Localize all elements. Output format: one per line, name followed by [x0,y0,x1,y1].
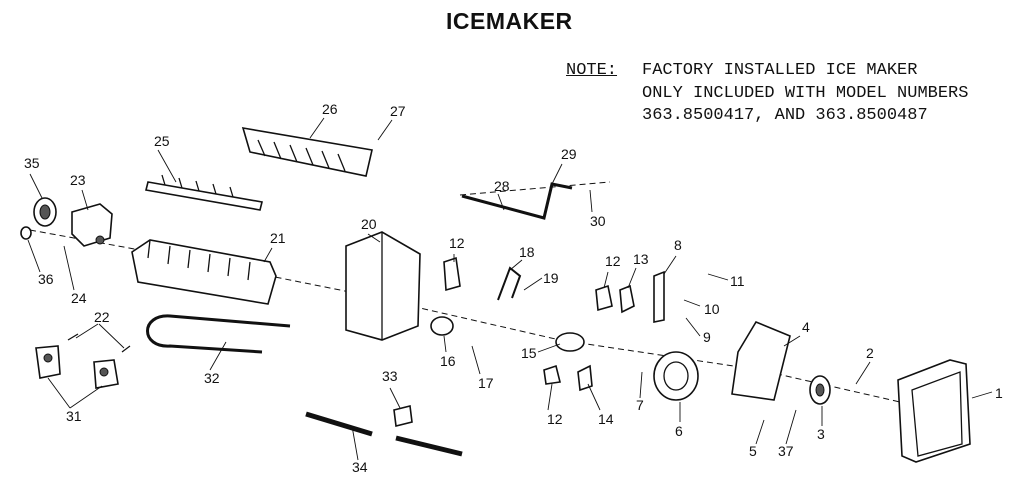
callout-30: 30 [590,213,606,229]
callout-4: 4 [802,319,810,335]
callout-10: 10 [704,301,720,317]
callout-labels: 1 2 3 4 5 6 7 8 9 10 11 12 12 12 13 14 1… [24,101,1003,475]
callout-33: 33 [382,368,398,384]
note-label: NOTE: [566,61,618,80]
callout-9: 9 [703,329,711,345]
callout-16: 16 [440,353,456,369]
part-front-cover [897,359,971,463]
callout-21: 21 [270,230,286,246]
callout-12-lower: 12 [547,411,563,427]
callout-28: 28 [494,178,510,194]
diagram-title: ICEMAKER [446,8,573,34]
part-harness-lead [395,435,463,457]
callout-12-upper: 12 [449,235,465,251]
part-nut [20,226,32,240]
part-ice-mold [131,239,277,305]
callout-31: 31 [66,408,82,424]
callout-14: 14 [598,411,614,427]
assembly-axis-upper [459,181,611,196]
callout-2: 2 [866,345,874,361]
callout-15: 15 [521,345,537,361]
part-mounting-plate [731,320,791,401]
part-gear [555,332,585,352]
callout-3: 3 [817,426,825,442]
callout-32: 32 [204,370,220,386]
callout-37: 37 [778,443,794,459]
part-ring [33,197,57,227]
callout-25: 25 [154,133,170,149]
part-ejector-blades [145,174,263,211]
callout-26: 26 [322,101,338,117]
part-ejector-rack [241,126,373,177]
callout-34: 34 [352,459,368,475]
callout-24: 24 [71,290,87,306]
note-line-3: 363.8500417, AND 363.8500487 [642,106,928,125]
part-motor [71,203,113,247]
part-support [653,270,665,323]
callout-1: 1 [995,385,1003,401]
callout-20: 20 [361,216,377,232]
part-connector [577,364,593,392]
callout-13: 13 [633,251,649,267]
part-wire-harness [305,411,373,437]
callout-27: 27 [390,103,406,119]
part-switch-middle [595,284,613,312]
part-heater [146,314,291,354]
part-drive-motor [653,351,699,401]
callout-22: 22 [94,309,110,325]
assembly-axis [29,229,901,403]
callout-17: 17 [478,375,494,391]
callout-29: 29 [561,146,577,162]
callout-11: 11 [730,273,745,289]
part-housing [345,231,421,341]
part-brackets [35,345,119,389]
part-cam [619,284,635,314]
part-screws [67,333,131,353]
part-terminal-block [393,405,413,427]
callout-18: 18 [519,244,535,260]
callout-19: 19 [543,270,559,286]
callout-23: 23 [70,172,86,188]
part-switch-upper [443,256,461,292]
part-switch-lower [543,364,561,385]
callout-5: 5 [749,443,757,459]
note-line-1: FACTORY INSTALLED ICE MAKER [642,61,918,80]
callout-8: 8 [674,237,682,253]
callout-35: 35 [24,155,40,171]
part-knob [809,375,831,405]
callout-36: 36 [38,271,54,287]
part-thermostat [430,316,454,336]
part-lever [497,266,522,301]
callout-6: 6 [675,423,683,439]
part-shutoff-arm [461,182,573,220]
callout-7: 7 [636,397,644,413]
callout-12-middle: 12 [605,253,621,269]
note-line-2: ONLY INCLUDED WITH MODEL NUMBERS [642,84,969,103]
